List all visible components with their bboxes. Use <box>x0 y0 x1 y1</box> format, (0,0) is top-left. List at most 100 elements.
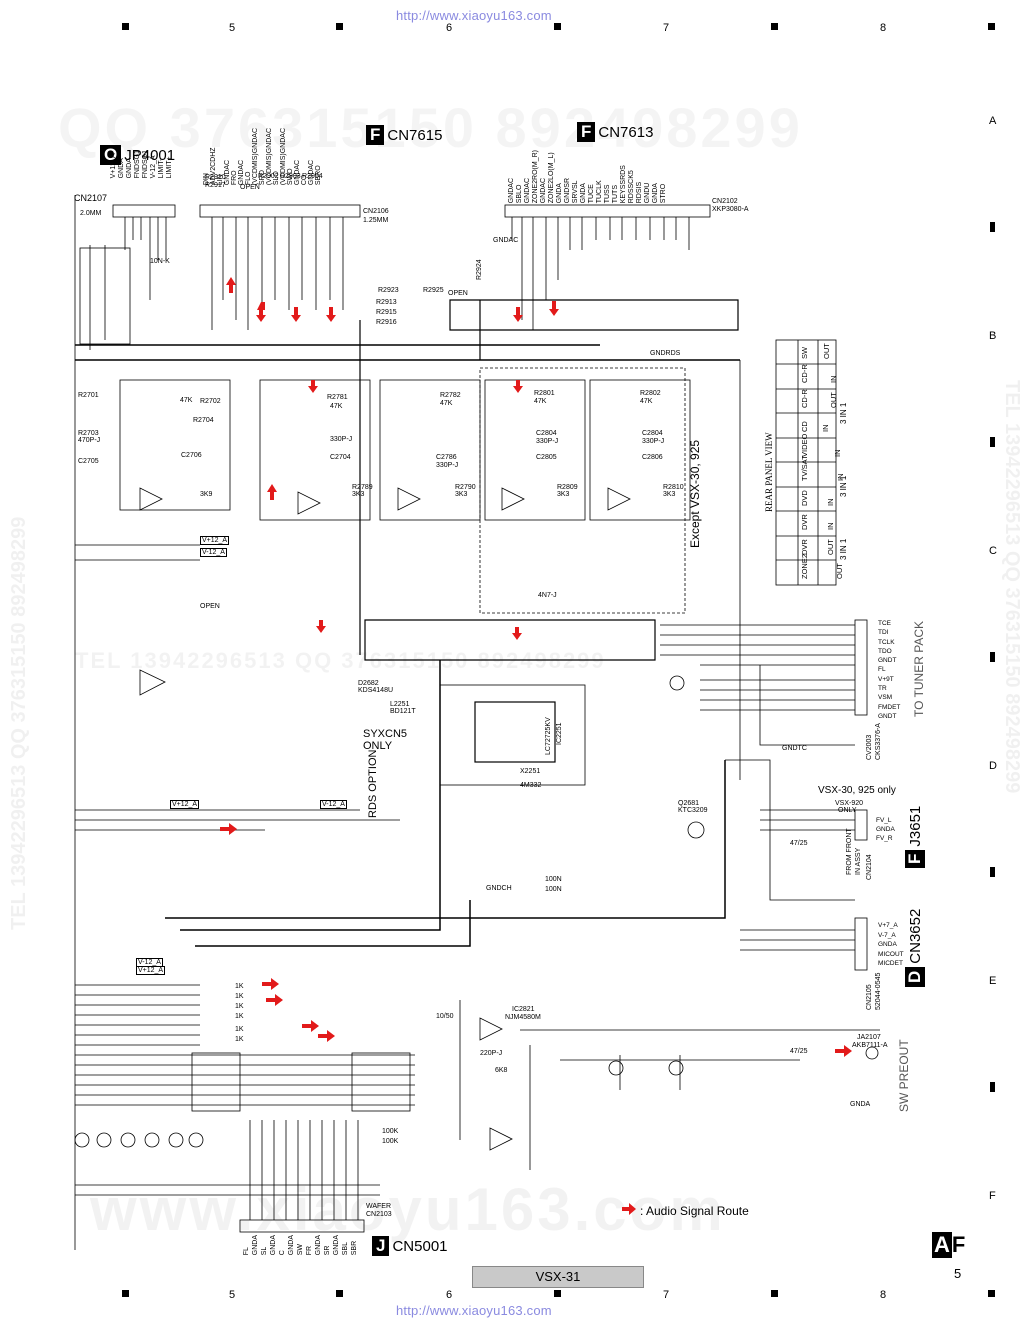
rear-panel-cell: IN <box>833 449 843 457</box>
column-label-6: 6 <box>446 22 453 34</box>
tuner-pin: GNDT <box>878 657 897 665</box>
cn5001-pin: C <box>279 1250 286 1256</box>
rear-panel-title: REAR PANEL VIEW <box>764 432 774 512</box>
part-cn2102-part: XKP3080-A <box>712 206 749 213</box>
net-tag: V-12_A <box>200 548 227 557</box>
pin-label: GNDA <box>580 183 587 204</box>
net-tag: V-12_A <box>136 958 163 967</box>
model-title: VSX-31 <box>472 1266 644 1288</box>
gnda-label: GNDA <box>850 1101 871 1108</box>
value-label: 1K <box>235 983 244 990</box>
value-label: 100N <box>545 886 562 893</box>
cn5001-pin-list: FL GNDA SL GNDA C GNDA SW FR GNDA SR GND… <box>243 1235 358 1255</box>
pin-label: GNDA <box>118 158 125 179</box>
cn5001-pin: SBL <box>342 1242 349 1256</box>
rear-panel-cell: OUT <box>825 538 835 555</box>
part-cv2003-part: CKS3376-A <box>875 723 882 760</box>
rear-panel-cell: CD-R <box>800 389 809 408</box>
gndtc-label: GNDTC <box>782 745 807 752</box>
cn3652-pin-list: V+7_A V-7_A GNDA MICOUT MICDET <box>878 921 904 969</box>
part-cn2103: CN2103 <box>366 1211 392 1218</box>
resistor-label: R2782 <box>440 392 461 399</box>
header-url[interactable]: http://www.xiaoyu163.com <box>396 8 552 23</box>
pin-label: FNDSG1 <box>142 150 149 179</box>
capacitor-label: C2704 <box>330 454 351 461</box>
value-label: 3K3 <box>455 491 468 498</box>
column-label-5: 5 <box>229 22 236 34</box>
connector-letter: F <box>577 122 596 142</box>
resistor-label: R2703 <box>78 430 99 437</box>
part-cn2104: CN2104 <box>866 854 873 880</box>
pin-label: GNDU <box>644 182 651 204</box>
connector-cn3652: DCN3652 <box>905 909 925 987</box>
connector-letter: J <box>372 1236 390 1256</box>
to-tuner-pack-label: TO TUNER PACK <box>912 620 926 717</box>
pin-label: FNDSG1 <box>134 150 141 179</box>
resistor-label: R2904 <box>302 173 323 180</box>
part-cn2107: CN2107 <box>74 193 108 203</box>
watermark-top: QQ 376315150 892498299 <box>58 95 803 160</box>
footer-url[interactable]: http://www.xiaoyu163.com <box>396 1303 552 1318</box>
pin-label: ZONE2LO(M_L) <box>548 152 555 204</box>
part-ic2821: IC2821 <box>512 1006 535 1013</box>
rear-panel-cell: OUT <box>835 563 845 580</box>
page-number: 5 <box>954 1266 962 1281</box>
sheet-letter-f: F <box>951 1232 966 1257</box>
rear-panel-cell: DVD <box>800 489 809 506</box>
pin-label: V-12_A <box>150 155 157 179</box>
jp4001-pin-list: V+12_A GNDA GNDA FNDSG1 FNDSG1 V-12_A LI… <box>110 150 173 178</box>
connector-name: CN3652 <box>907 908 924 964</box>
resistor-label: R2704 <box>193 417 214 424</box>
value-label: 330P-J <box>436 462 459 469</box>
value-label: 3K3 <box>352 491 365 498</box>
pin-label: LIMIT- <box>158 158 165 179</box>
resistor-label: R2802 <box>640 390 661 397</box>
tuner-pin: TCLK <box>878 638 895 646</box>
resistor-label: R2801 <box>534 390 555 397</box>
row-label-b: B <box>989 330 997 342</box>
net-tag: V-12_A <box>320 800 347 809</box>
cn5001-pin: GNDA <box>252 1235 259 1256</box>
value-label: OPEN <box>200 603 220 610</box>
pin-label: GNDAC <box>524 178 531 204</box>
part-q2681: Q2681 <box>678 800 700 807</box>
resistor-label: R2916 <box>376 319 397 326</box>
grid-marker <box>990 867 995 877</box>
cn7613-pin-list: GNDAC SBLO GNDAC ZONE2RO(M_R) GNDAC ZONE… <box>508 150 667 203</box>
watermark-bottom: www.xiaoyu163.com <box>90 1176 726 1243</box>
part-l2251-part: BD121T <box>390 708 416 715</box>
value-label: OPEN <box>240 184 260 191</box>
part-cn2102: CN2102 <box>712 198 738 205</box>
value-label: 100K <box>382 1128 399 1135</box>
rear-panel-cell: DVR <box>800 538 809 555</box>
pin-label: V+12_A <box>110 153 117 179</box>
connector-name: CN7615 <box>387 127 443 144</box>
value-label: 1K <box>235 1036 244 1043</box>
grid-marker <box>990 652 995 662</box>
cn3652-pin: MICDET <box>878 960 903 967</box>
rear-panel-cell: OUT <box>828 391 838 408</box>
resistor-label: R2789 <box>352 484 373 491</box>
pin-label: STRO <box>660 183 667 204</box>
rear-panel-cell: OUT <box>822 342 832 359</box>
j3651-pin: FV_R <box>876 835 893 842</box>
value-label: 10N-K <box>150 258 170 265</box>
cn3652-pin: MICOUT <box>878 950 904 958</box>
row-label-e: E <box>989 975 997 987</box>
rear-panel-cell: CD-R <box>800 364 809 384</box>
cn5001-pin: GNDA <box>288 1235 295 1256</box>
column-label-8: 8 <box>880 22 887 34</box>
gndac-label: GNDAC <box>493 237 519 244</box>
tuner-pin: TCE <box>878 620 891 627</box>
cn5001-pin: GNDA <box>270 1235 277 1256</box>
value-label: 100N <box>545 876 562 883</box>
pin-label: KEYSSRDS <box>620 165 627 204</box>
value-label: 47/25 <box>790 840 808 847</box>
grid-marker <box>122 23 129 30</box>
grid-marker <box>554 23 561 30</box>
resistor-label: R2903 <box>280 173 301 180</box>
